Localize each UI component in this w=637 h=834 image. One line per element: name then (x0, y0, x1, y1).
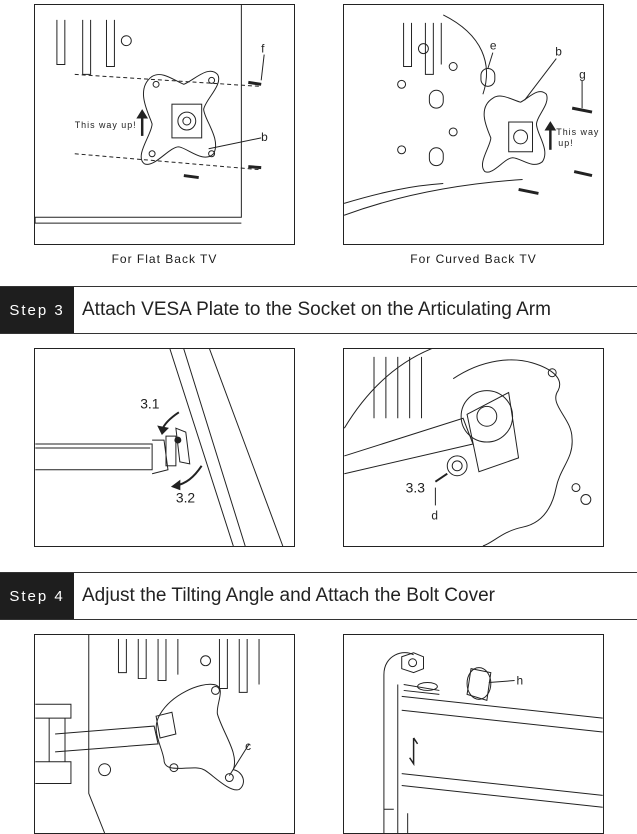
flat-back-tv-illustration: f b This way up! (35, 5, 268, 224)
label-c: c (245, 739, 251, 753)
this-way-up-text: This way (556, 127, 599, 137)
label-f: f (261, 42, 265, 56)
flat-back-tv-diagram: f b This way up! (34, 4, 295, 245)
step-4-badge: Step 4 (0, 573, 74, 619)
step-3-badge: Step 3 (0, 287, 74, 333)
label-e: e (490, 39, 497, 53)
step-3-tighten-diagram: 3.3 d (343, 348, 604, 547)
step-3-2-label: 3.2 (176, 489, 195, 505)
label-d: d (431, 508, 438, 522)
curved-back-tv-diagram: e b g This way up! (343, 4, 604, 245)
curved-back-caption: For Curved Back TV (410, 252, 537, 266)
step-4-tilt-diagram: c (34, 634, 295, 834)
label-b: b (555, 45, 562, 59)
label-g: g (579, 67, 586, 81)
step-3-1-label: 3.1 (140, 395, 160, 411)
this-way-up-text: This way up! (75, 120, 137, 130)
label-h: h (517, 674, 524, 688)
flat-back-caption: For Flat Back TV (111, 252, 218, 266)
step-4-bolt-cover-diagram: h (343, 634, 604, 834)
step-3-header: Step 3 Attach VESA Plate to the Socket o… (0, 286, 637, 334)
step-3-title: Attach VESA Plate to the Socket on the A… (82, 299, 551, 320)
step-4-title: Adjust the Tilting Angle and Attach the … (82, 585, 495, 606)
step-4-left-illustration: c (35, 635, 260, 833)
step-4-header: Step 4 Adjust the Tilting Angle and Atta… (0, 572, 637, 620)
step-3-left-illustration: 3.1 3.2 (35, 349, 284, 546)
step-3-attach-diagram: 3.1 3.2 (34, 348, 295, 547)
this-way-up-text-2: up! (558, 138, 573, 148)
label-b: b (261, 130, 268, 144)
step-3-right-illustration: 3.3 d (344, 349, 592, 546)
curved-back-tv-illustration: e b g This way up! (344, 14, 599, 216)
step-4-right-illustration: h (383, 652, 603, 833)
step-3-3-label: 3.3 (406, 480, 426, 496)
